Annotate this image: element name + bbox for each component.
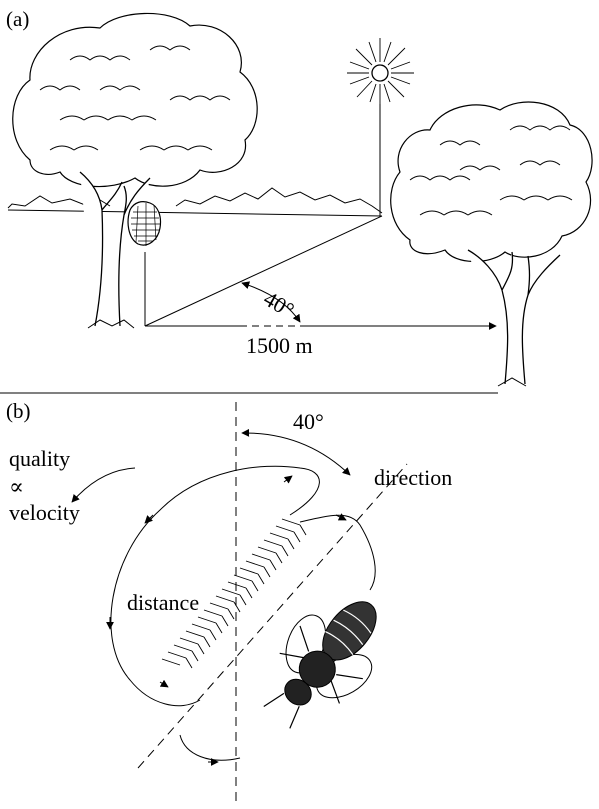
angle-label-a: 40° bbox=[260, 286, 299, 323]
panel-a-label: (a) bbox=[6, 7, 29, 31]
sun-icon bbox=[347, 38, 414, 104]
direction-label: direction bbox=[374, 465, 452, 490]
honeybee-icon bbox=[237, 571, 411, 751]
quality-label: quality bbox=[9, 446, 70, 471]
left-return-loop bbox=[111, 466, 319, 705]
angle-label-b: 40° bbox=[293, 409, 324, 434]
distance-label-b: distance bbox=[127, 590, 199, 615]
distance-label-a: 1500 m bbox=[246, 333, 313, 358]
proportional-symbol: ∝ bbox=[9, 474, 24, 499]
panel-b-label: (b) bbox=[6, 399, 31, 423]
panel-b: (b) 40° direction quality ∝ velocity dis… bbox=[6, 399, 452, 806]
angle-arc-b bbox=[242, 433, 350, 475]
ground-line bbox=[8, 210, 382, 216]
loop-arrow-1 bbox=[284, 476, 292, 482]
panel-a: (a) bbox=[6, 7, 592, 386]
tree-right-icon bbox=[391, 102, 592, 386]
velocity-arrow bbox=[72, 468, 135, 502]
loop-arrow-4 bbox=[160, 682, 168, 687]
hive-icon bbox=[128, 202, 160, 246]
horizon-hills bbox=[8, 188, 382, 213]
velocity-label: velocity bbox=[9, 500, 80, 525]
tree-left-icon bbox=[13, 13, 257, 328]
